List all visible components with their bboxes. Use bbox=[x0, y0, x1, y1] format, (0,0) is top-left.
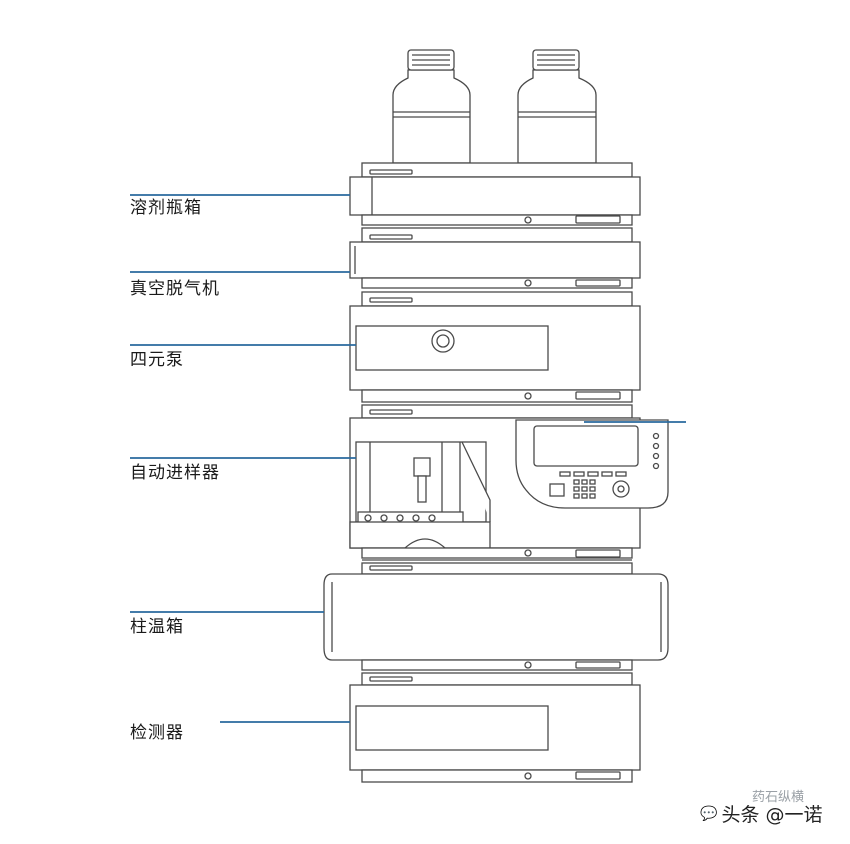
watermark-text: 头条 @一诺 bbox=[721, 804, 823, 826]
watermark-faint-text: 药石纵横 bbox=[752, 790, 805, 805]
wechat-bubble-icon: 💬 bbox=[700, 805, 718, 822]
solvent-bottle-left bbox=[392, 49, 471, 164]
vacuum-degasser-module bbox=[349, 227, 641, 289]
control-keypad-panel bbox=[515, 419, 669, 509]
label-detector: 检测器 bbox=[130, 723, 184, 743]
quaternary-pump-module bbox=[349, 291, 641, 403]
label-solvent-reservoir: 溶剂瓶箱 bbox=[130, 198, 202, 218]
solvent-bottle-right bbox=[517, 49, 597, 164]
label-column-oven: 柱温箱 bbox=[130, 617, 184, 637]
detector-module bbox=[349, 672, 641, 783]
label-autosampler: 自动进样器 bbox=[130, 463, 220, 483]
column-oven-module bbox=[323, 562, 669, 671]
label-vacuum-degasser: 真空脱气机 bbox=[130, 279, 220, 299]
watermark: 💬 头条 @一诺 bbox=[700, 800, 822, 827]
label-quaternary-pump: 四元泵 bbox=[130, 350, 184, 370]
solvent-cabinet-module bbox=[349, 162, 641, 226]
